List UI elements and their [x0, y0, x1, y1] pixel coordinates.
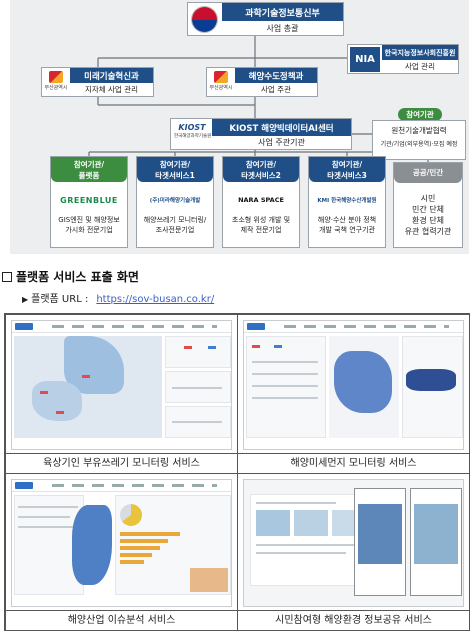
- busan-future-dept-name: 미래기술혁신과: [70, 68, 153, 83]
- participant-desc: 해양·수산 분야 정책 개발 국책 연구기관: [317, 216, 377, 234]
- nia-role: 사업 관리: [405, 62, 435, 71]
- screen-cell: 육상기인 부유쓰레기 모니터링 서비스: [5, 314, 238, 474]
- square-bullet-icon: [2, 272, 12, 282]
- government-emblem-icon: [191, 6, 218, 33]
- participant-card: 참여기관/ 플랫폼 GREENBLUE GIS엔진 및 해양정보 가시화 전문기…: [50, 156, 128, 248]
- issue-analysis-screenshot: [11, 479, 232, 607]
- busan-future-dept-role: 지자체 사업 관리: [84, 85, 139, 94]
- participant-header: 참여기관/ 타겟서비스3: [309, 157, 385, 182]
- debris-monitoring-screenshot: [11, 320, 232, 450]
- platform-url-link[interactable]: https://sov-busan.co.kr/: [96, 294, 215, 305]
- screen-caption: 해양미세먼지 모니터링 서비스: [238, 453, 469, 473]
- kiost-center-name: KIOST 해양빅데이터AI센터: [212, 119, 351, 136]
- participant-card: 참여기관/ 타겟서비스3 KMI 한국해양수산개발원 해양·수산 분야 정책 개…: [308, 156, 386, 248]
- greenblue-logo: GREENBLUE: [60, 195, 118, 205]
- busan-city-logo-icon: 부산광역시: [44, 70, 68, 95]
- reference-box: 원천기술개발협력 기관/기업(외부용역)·모집 예정: [372, 120, 466, 160]
- busan-future-dept-box: 부산광역시 미래기술혁신과 지자체 사업 관리: [41, 67, 154, 97]
- participant-header: 참여기관/ 플랫폼: [51, 157, 127, 182]
- platform-url-line: ▶플랫폼 URL : https://sov-busan.co.kr/: [22, 290, 214, 305]
- screen-cell: 해양산업 이슈분석 서비스: [5, 473, 238, 631]
- busan-ocean-dept-box: 부산광역시 해양수도정책과 사업 주관: [206, 67, 318, 97]
- reference-badge: 참여기관: [398, 108, 442, 121]
- msit-box: 과학기술정보통신부 사업 총괄: [187, 2, 344, 36]
- kmi-logo: KMI 한국해양수산개발원: [317, 198, 377, 204]
- screen-caption: 해양산업 이슈분석 서비스: [6, 610, 237, 630]
- nia-logo: NIA: [350, 47, 380, 72]
- participant-header: 참여기관/ 타겟서비스1: [137, 157, 213, 182]
- screen-caption: 시민참여형 해양환경 정보공유 서비스: [238, 610, 469, 630]
- triangle-bullet-icon: ▶: [22, 295, 29, 304]
- public-desc: 시민 민간 단체 환경 단체 유관 협력기관: [404, 194, 452, 236]
- url-label: 플랫폼 URL :: [31, 294, 89, 305]
- participant-desc: 초소형 위성 개발 및 제작 전문기업: [231, 216, 291, 234]
- screenshot-grid: 육상기인 부유쓰레기 모니터링 서비스 해양미세먼지 모니터링 서비스: [4, 313, 470, 631]
- screen-cell: 해양미세먼지 모니터링 서비스: [237, 314, 470, 474]
- busan-ocean-dept-role: 사업 주관: [261, 85, 291, 94]
- reference-title: 원천기술개발협력: [391, 126, 447, 135]
- org-chart: 과학기술정보통신부 사업 총괄 NIA 한국지능정보사회진흥원 사업 관리 부산…: [10, 0, 469, 254]
- msit-role: 사업 총괄: [266, 24, 299, 33]
- participant-desc: 해양쓰레기 모니터링/ 조사전문기업: [143, 216, 207, 234]
- busan-city-logo-icon: 부산광역시: [209, 70, 233, 95]
- screen-cell: 시민참여형 해양환경 정보공유 서비스: [237, 473, 470, 631]
- participant-header: 참여기관/ 타겟서비스2: [223, 157, 299, 182]
- section-title: 플랫폼 서비스 표출 화면: [2, 268, 139, 285]
- public-header: 공공/민간: [394, 163, 462, 183]
- participant-desc: GIS엔진 및 해양정보 가시화 전문기업: [58, 216, 120, 234]
- screen-caption: 육상기인 부유쓰레기 모니터링 서비스: [6, 453, 237, 473]
- public-card: 공공/민간 시민 민간 단체 환경 단체 유관 협력기관: [393, 162, 463, 248]
- participant-card: 참여기관/ 타겟서비스1 (주)미라해양기술개발 해양쓰레기 모니터링/ 조사전…: [136, 156, 214, 248]
- msit-name: 과학기술정보통신부: [222, 3, 343, 21]
- busan-ocean-dept-name: 해양수도정책과: [235, 68, 317, 83]
- reference-desc: 기관/기업(외부용역)·모집 예정: [380, 141, 458, 148]
- nara-space-logo: NARA SPACE: [238, 196, 284, 204]
- nia-box: NIA 한국지능정보사회진흥원 사업 관리: [347, 44, 459, 74]
- mira-logo: (주)미라해양기술개발: [149, 198, 201, 204]
- citizen-participation-screenshot: [243, 479, 464, 607]
- fine-dust-monitoring-screenshot: [243, 320, 464, 450]
- nia-name: 한국지능정보사회진흥원: [382, 45, 458, 60]
- participant-card: 참여기관/ 타겟서비스2 NARA SPACE 초소형 위성 개발 및 제작 전…: [222, 156, 300, 248]
- kiost-center-role: 사업 주관기관: [258, 138, 305, 147]
